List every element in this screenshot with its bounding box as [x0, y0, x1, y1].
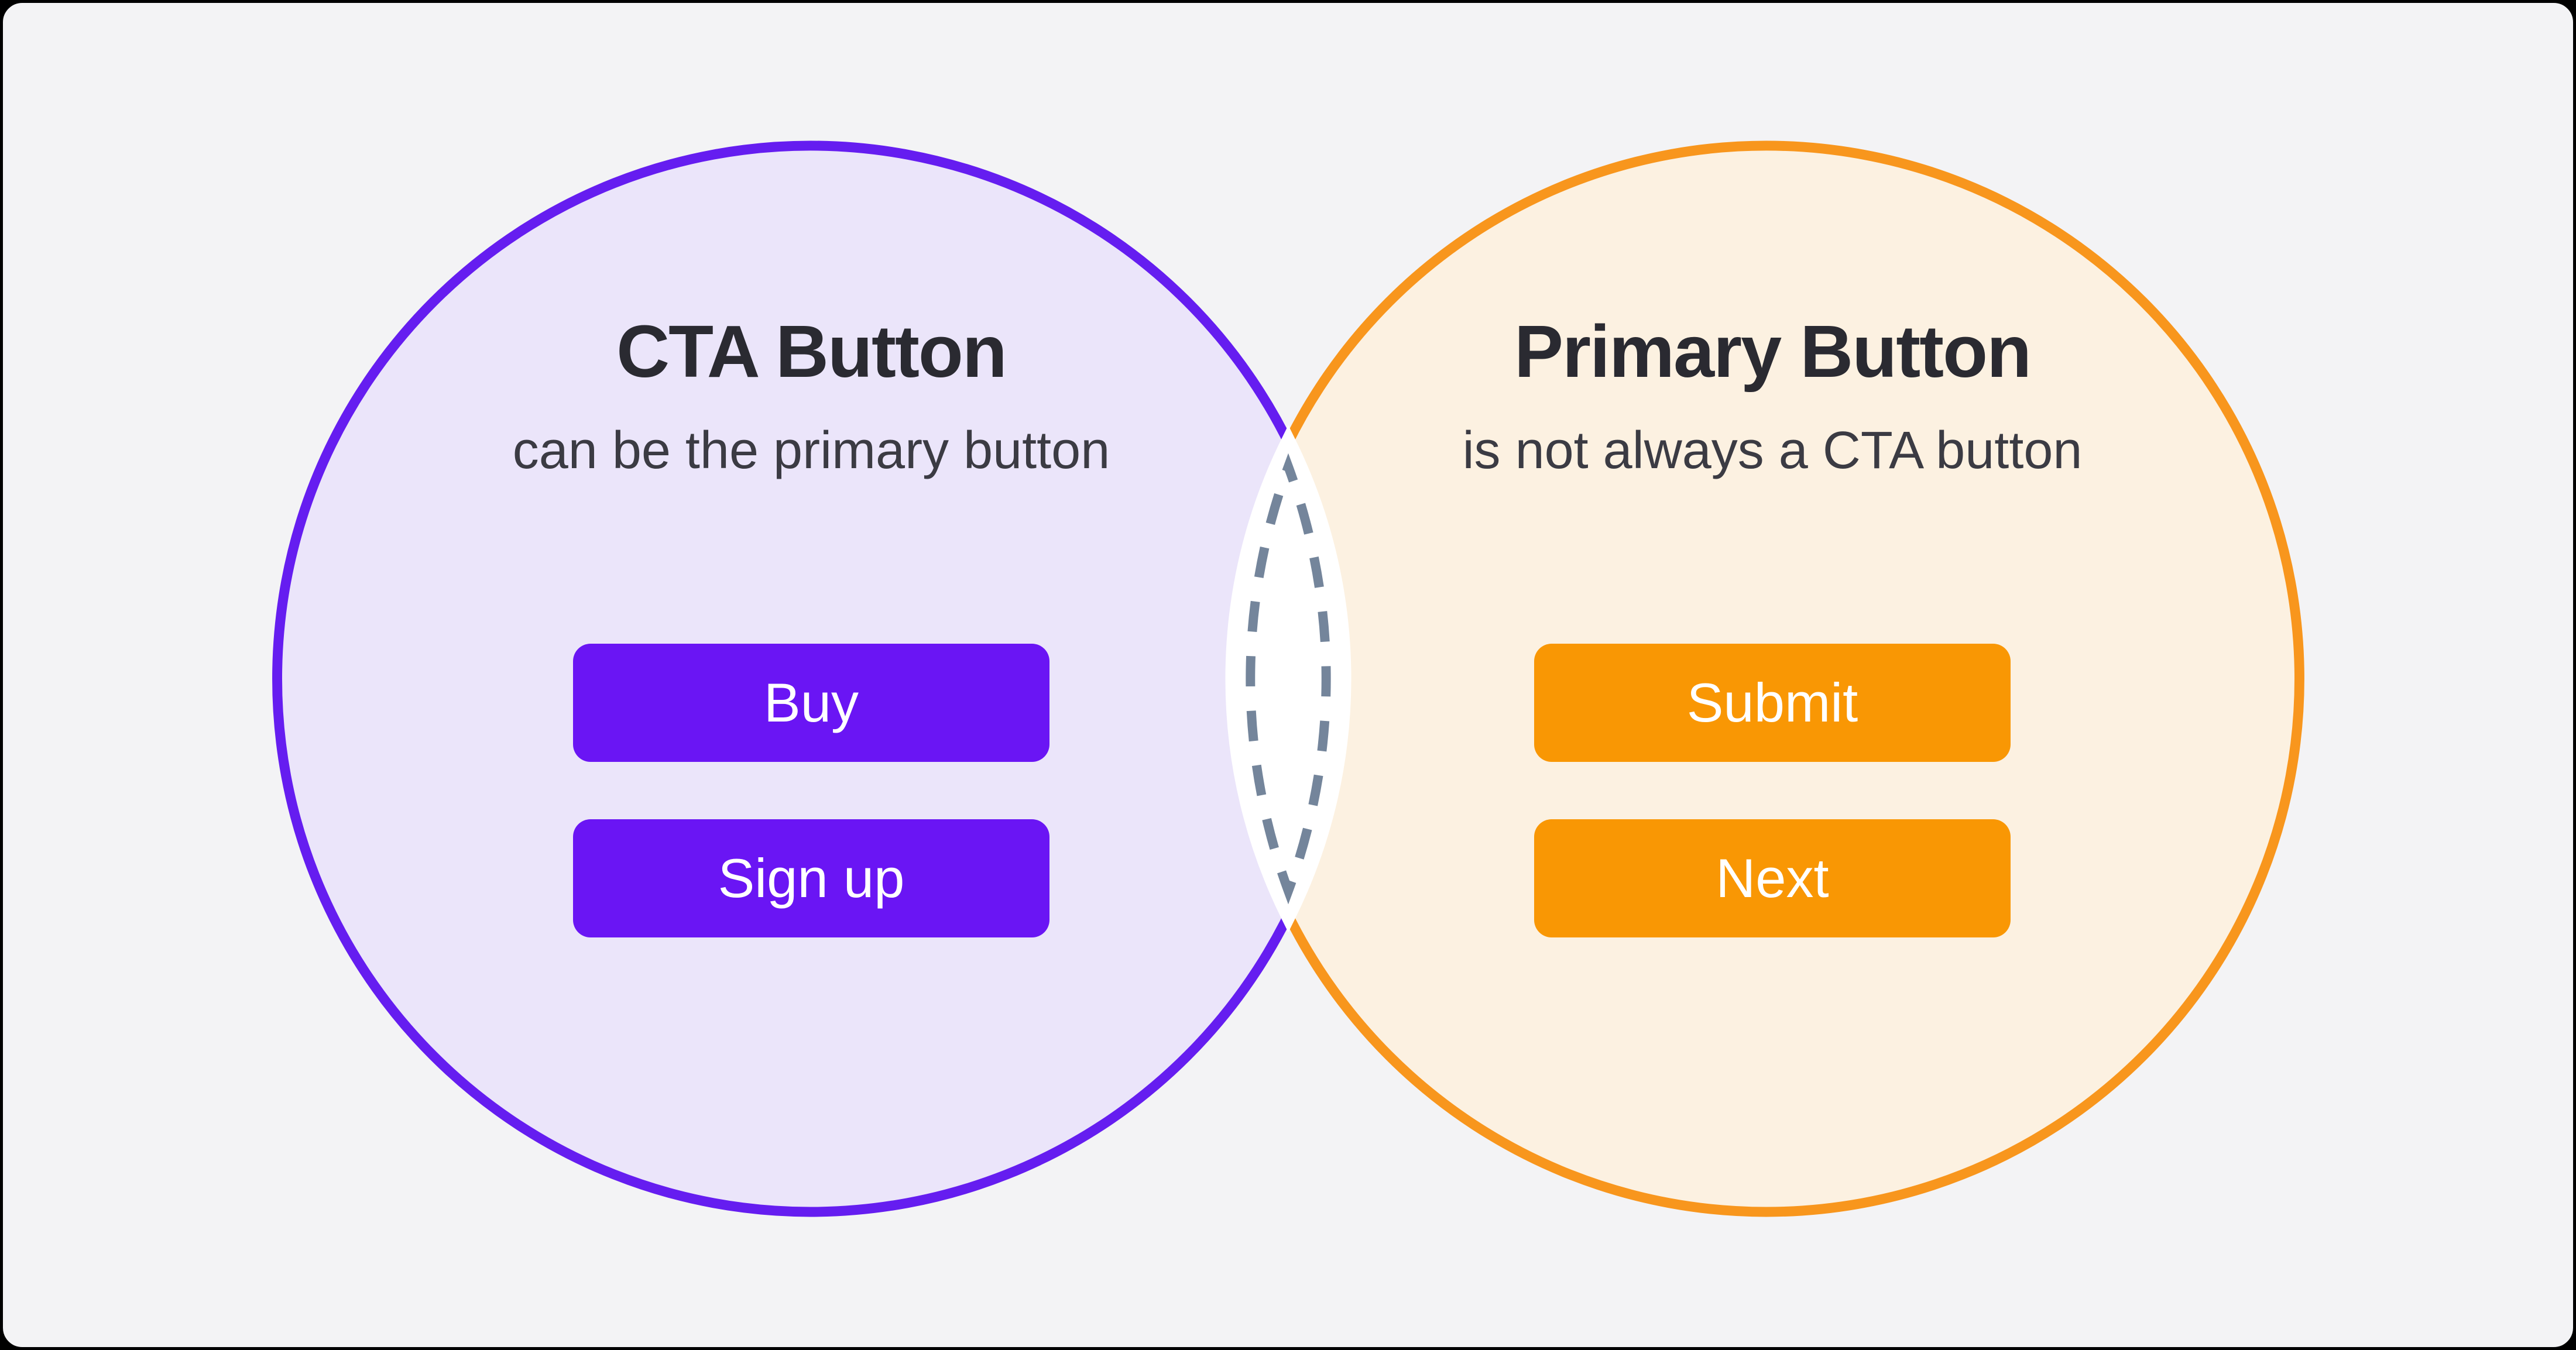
next-button[interactable]: Next [1534, 819, 2011, 937]
signup-button[interactable]: Sign up [573, 819, 1049, 937]
primary-subtitle: is not always a CTA button [1462, 421, 2083, 480]
cta-title: CTA Button [616, 310, 1007, 393]
venn-diagram [272, 140, 2304, 1217]
cta-subtitle: can be the primary button [512, 421, 1110, 480]
overlap-dashed-outline [1246, 453, 1331, 905]
submit-button[interactable]: Submit [1534, 644, 2011, 762]
cta-text-block: CTA Button can be the primary button [402, 307, 1221, 484]
primary-text-block: Primary Button is not always a CTA butto… [1363, 307, 2182, 484]
primary-title: Primary Button [1514, 310, 2032, 393]
buy-button[interactable]: Buy [573, 644, 1049, 762]
